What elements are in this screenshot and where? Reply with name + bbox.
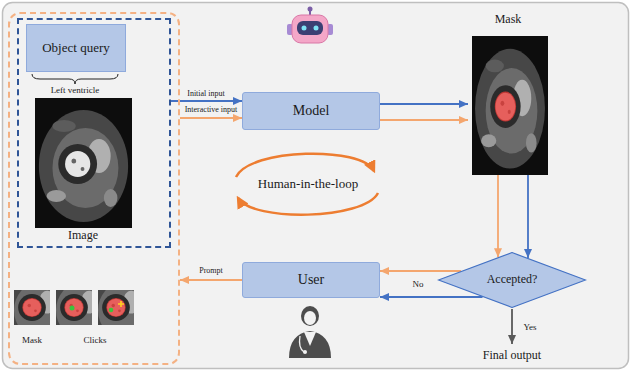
box-label: Object query <box>42 41 110 56</box>
edge-label: Prompt <box>199 266 223 275</box>
click-dot <box>70 306 75 311</box>
flow-arrow <box>180 117 242 119</box>
decision-diamond: Accepted? <box>437 252 587 308</box>
flow-arrow <box>171 100 242 102</box>
mask-image <box>472 36 548 175</box>
robot-icon <box>287 7 333 44</box>
edge-label: Initial input <box>187 89 225 98</box>
flow-arrow <box>527 175 529 258</box>
click-cross <box>118 301 124 307</box>
thumbnail-caption: Mask <box>14 335 50 345</box>
flow-arrow <box>180 279 242 281</box>
flow-arrow <box>497 175 499 257</box>
yes-arrow <box>511 309 513 344</box>
input-caption: Image <box>17 229 149 243</box>
cardiac-mri-image <box>35 98 132 228</box>
flow-arrow <box>380 296 483 298</box>
image-heading: Mask <box>466 13 550 27</box>
output-caption: Final output <box>483 349 541 363</box>
object-query-box: Object query <box>26 24 126 72</box>
input-caption: Left ventricle <box>17 85 133 95</box>
click-dot <box>109 308 114 313</box>
edge-label: Interactive input <box>185 105 238 114</box>
loop-caption: Human-in-the-loop <box>258 177 358 192</box>
mask-output: Mask <box>468 14 552 175</box>
edge-label: No <box>413 279 424 289</box>
user-box: User <box>242 262 380 298</box>
flow-arrow <box>380 270 461 272</box>
box-label: Model <box>293 103 330 119</box>
doctor-icon <box>289 306 331 358</box>
interactive-input-group: Mask Clicks Left ventricleImage Object quer… <box>8 12 180 365</box>
loop-arrow <box>236 154 374 177</box>
panel-ground <box>3 3 629 369</box>
box-label: User <box>298 272 324 288</box>
flow-arrow <box>380 119 468 121</box>
curly-brace <box>32 74 118 84</box>
initial-input-group: Left ventricleImage Object query <box>17 18 171 248</box>
model-box: Model <box>242 92 380 130</box>
thumbnail-caption: Clicks <box>62 335 128 345</box>
decision-label: Accepted? <box>487 273 538 287</box>
flow-arrow <box>380 103 468 105</box>
loop-arrow <box>238 193 378 215</box>
branch-label: Yes <box>523 322 536 332</box>
